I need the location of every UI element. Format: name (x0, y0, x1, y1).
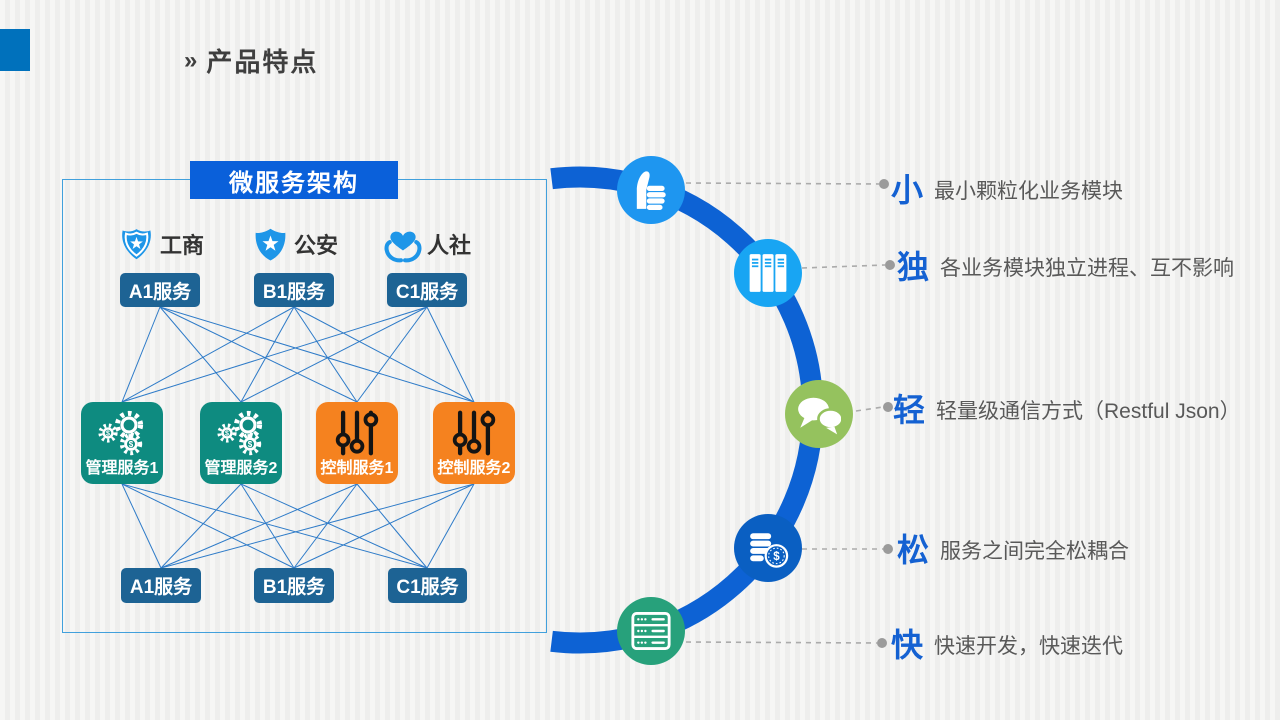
hands-heart-icon (384, 231, 422, 263)
feature-item-light: 轻 轻量级通信方式（Restful Json） (893, 394, 1241, 426)
sliders-icon (452, 410, 496, 456)
service-box-bottom-b1: B1服务 (254, 568, 334, 603)
badge-star-icon (122, 228, 151, 259)
feature-circle-independent (734, 239, 802, 307)
service-box-bottom-a1: A1服务 (121, 568, 201, 603)
service-box-bottom-c1: C1服务 (388, 568, 467, 603)
feature-circle-small (617, 156, 685, 224)
gears-icon: $ $ (98, 410, 144, 456)
feature-item-fast: 快 快速开发，快速迭代 (891, 629, 1123, 661)
feature-item-loose: 松 服务之间完全松耦合 (897, 534, 1129, 566)
feature-desc: 快速开发，快速迭代 (934, 635, 1124, 658)
svg-text:$: $ (106, 430, 110, 437)
page-title: » 产品特点 (184, 42, 318, 79)
dept-renshe: 人社 (384, 224, 471, 264)
square-label: 控制服务2 (437, 459, 511, 477)
feature-desc: 服务之间完全松耦合 (940, 540, 1130, 563)
feature-item-independent: 独 各业务模块独立进程、互不影响 (897, 251, 1234, 283)
feature-circle-fast (617, 597, 685, 665)
dept-gongshang: 工商 (118, 224, 204, 264)
server-rack-icon (631, 611, 671, 651)
feature-key: 快 (891, 627, 924, 663)
feature-circle-loose: $ (734, 514, 802, 582)
sliders-icon (335, 410, 379, 456)
svg-text:$: $ (225, 430, 229, 437)
feature-circle-light (785, 380, 853, 448)
dept-label: 公安 (294, 233, 339, 258)
gears-icon: $ $ (217, 410, 263, 456)
feature-key: 松 (897, 532, 930, 568)
square-label: 管理服务1 (85, 459, 159, 477)
manage-service-2: $ $ 管理服务2 (200, 402, 282, 484)
service-box-top-b1: B1服务 (254, 273, 334, 307)
thumbs-up-icon (636, 171, 666, 210)
control-service-1: 控制服务1 (316, 402, 398, 484)
service-box-top-a1: A1服务 (120, 273, 200, 307)
square-label: 控制服务1 (320, 459, 394, 477)
svg-text:$: $ (773, 551, 780, 563)
feature-desc: 最小颗粒化业务模块 (934, 180, 1124, 203)
feature-item-small: 小 最小颗粒化业务模块 (891, 174, 1123, 206)
mesh-connection-lines (121, 306, 475, 569)
cabinets-icon (749, 254, 787, 292)
feature-key: 轻 (893, 392, 926, 428)
feature-desc: 轻量级通信方式（Restful Json） (936, 400, 1241, 423)
svg-text:$: $ (129, 440, 134, 449)
page-title-text: 产品特点 (206, 47, 319, 77)
square-label: 管理服务2 (204, 459, 278, 477)
manage-service-1: $ $ 管理服务1 (81, 402, 163, 484)
dept-label: 工商 (160, 233, 205, 258)
coins-icon: $ (750, 533, 789, 568)
feature-key: 独 (897, 249, 930, 285)
corner-accent-square (0, 29, 30, 71)
dashed-connectors (685, 182, 886, 644)
architecture-title: 微服务架构 (190, 161, 398, 199)
dept-label: 人社 (427, 233, 472, 258)
svg-text:$: $ (248, 440, 253, 449)
dept-gongan: 公安 (252, 224, 338, 264)
chevron-accent-icon: » (184, 46, 198, 74)
feature-key: 小 (891, 172, 924, 208)
chat-bubbles-icon (798, 397, 841, 435)
control-service-2: 控制服务2 (433, 402, 515, 484)
shield-star-icon (255, 228, 286, 261)
service-box-top-c1: C1服务 (387, 273, 467, 307)
connector-dots (877, 179, 895, 648)
feature-desc: 各业务模块独立进程、互不影响 (940, 257, 1235, 280)
